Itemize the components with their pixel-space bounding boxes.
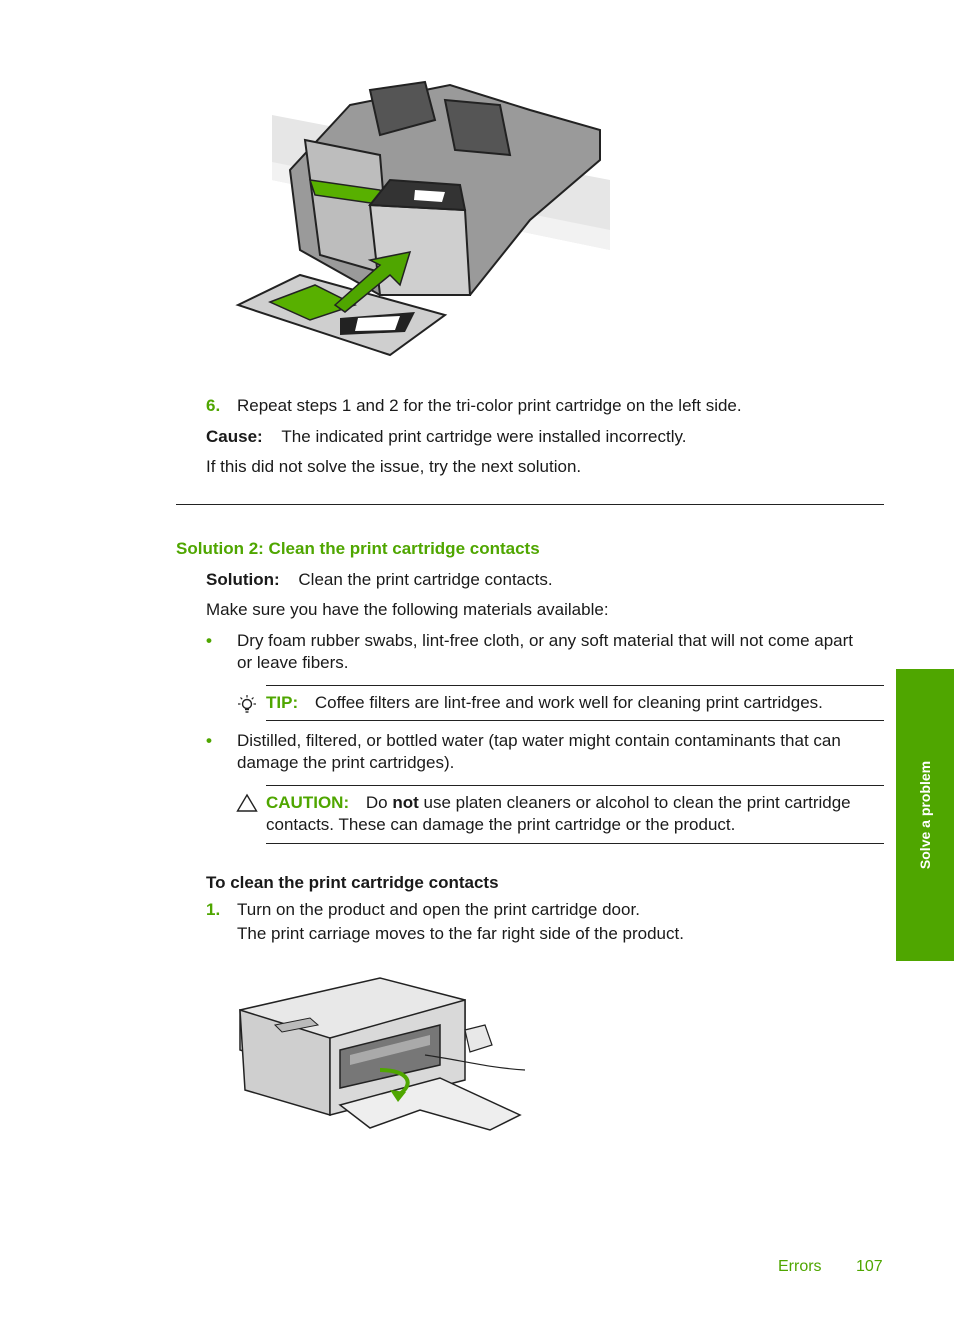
section-divider [176,504,884,505]
cause-line: Cause: The indicated print cartridge wer… [206,427,686,447]
bullet-icon: • [206,731,212,750]
solution-line: Solution: Clean the print cartridge cont… [206,570,553,590]
tip-bottom-rule [266,720,884,721]
caution-line-1: CAUTION: Do not use platen cleaners or a… [266,793,851,813]
bullet-icon: • [206,631,212,650]
side-tab-label: Solve a problem [917,760,933,870]
printer-illustration [239,977,526,1131]
page-number: 107 [856,1258,883,1275]
step-6: 6. Repeat steps 1 and 2 for the tri-colo… [206,396,742,416]
caution-line-2: contacts. These can damage the print car… [266,815,736,834]
caution-strong: not [392,793,419,812]
tip-top-rule [266,685,884,686]
tip-label: TIP: [266,693,299,712]
cause-text: The indicated print cartridge were insta… [281,427,687,446]
step-text: Turn on the product and open the print c… [237,900,640,919]
next-solution-note: If this did not solve the issue, try the… [206,457,582,476]
solution-heading: Solution 2: Clean the print cartridge co… [176,539,540,558]
step-text: Repeat steps 1 and 2 for the tri-color p… [237,396,742,415]
caution-pre: Do [365,793,388,812]
materials-intro: Make sure you have the following materia… [206,600,609,619]
caution-post: use platen cleaners or alcohol to clean … [423,793,851,812]
side-tab: Solve a problem [896,669,954,961]
bullet-line-1: Distilled, filtered, or bottled water (t… [237,731,841,750]
caution-label: CAUTION: [266,793,350,812]
caution-bottom-rule [266,843,884,844]
solution-label: Solution: [206,570,280,589]
warning-triangle-icon [236,793,258,812]
caution-top-rule [266,785,884,786]
procedure-step-1: 1. Turn on the product and open the prin… [206,900,640,920]
step-result: The print carriage moves to the far righ… [237,924,684,943]
step-number: 6. [206,396,221,415]
bullet-line-2: damage the print cartridges). [237,753,455,772]
procedure-heading: To clean the print cartridge contacts [206,873,499,892]
tip-text: Coffee filters are lint-free and work we… [314,693,823,712]
cartridge-carriage-illustration [235,80,610,357]
cause-label: Cause: [206,427,263,446]
bullet-line-2: or leave fibers. [237,653,349,672]
footer-section: Errors [778,1258,822,1275]
tip: TIP: Coffee filters are lint-free and wo… [266,693,823,713]
step-number: 1. [206,900,221,919]
bullet-line-1: Dry foam rubber swabs, lint-free cloth, … [237,631,854,650]
solution-text: Clean the print cartridge contacts. [298,570,553,589]
lightbulb-icon [238,695,256,713]
